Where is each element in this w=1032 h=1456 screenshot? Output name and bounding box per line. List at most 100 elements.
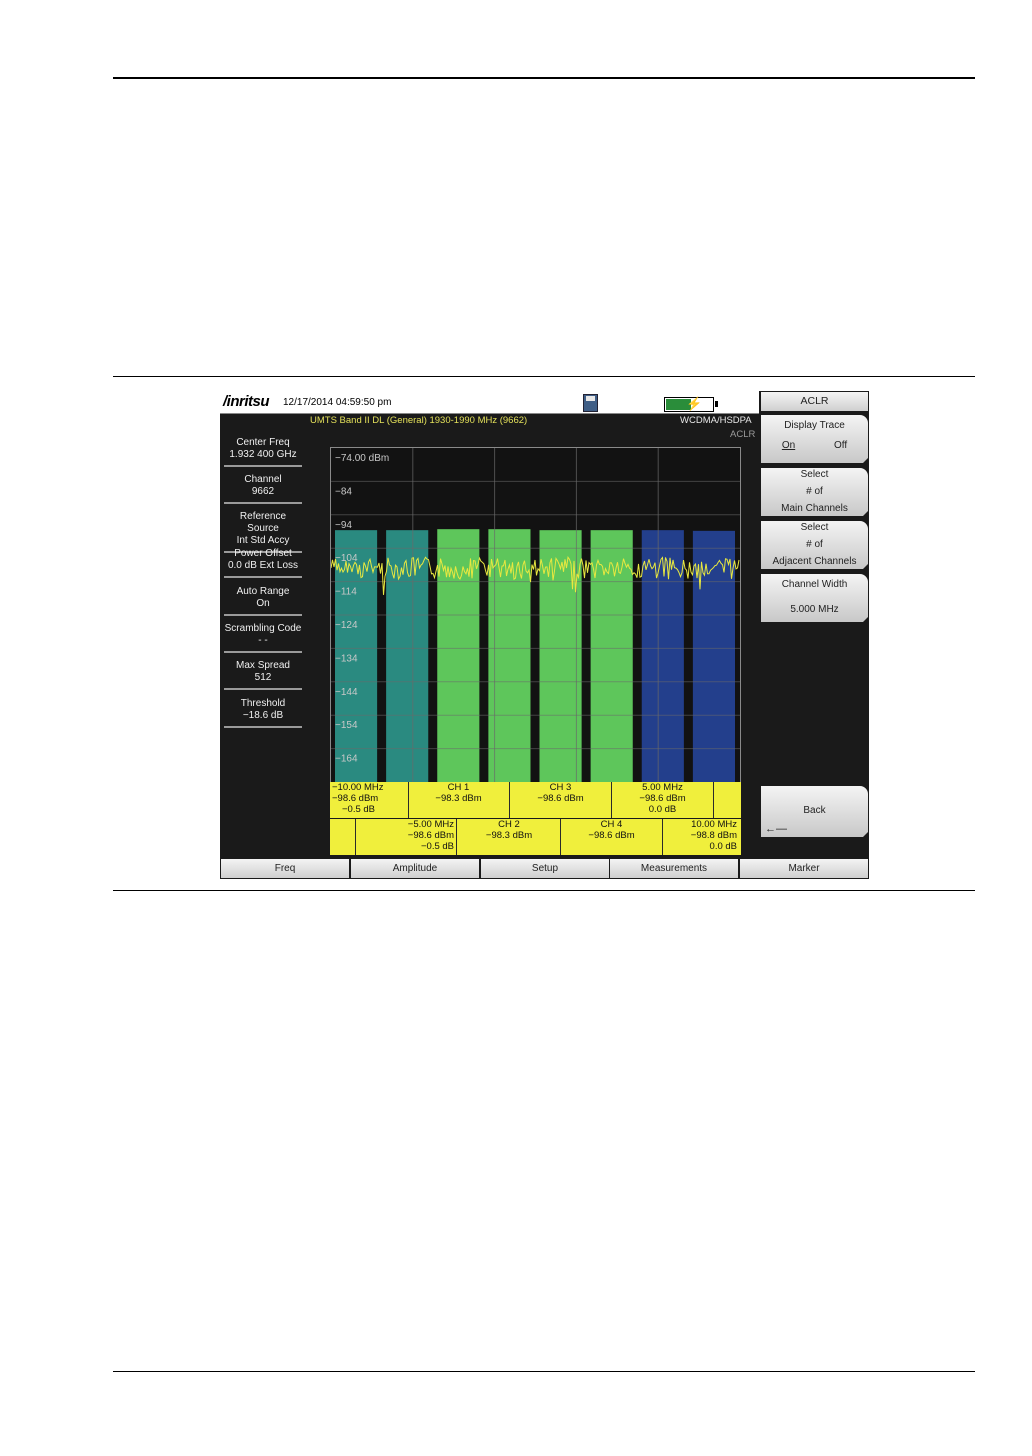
y-tick-label: −74.00 dBm [335,453,389,464]
result-spacer [330,819,356,855]
battery-fill [666,399,691,410]
param-value: Int Std Accy [236,535,290,546]
result-power: −98.3 dBm [435,793,482,804]
results-row-bottom: −5.00 MHz −98.6 dBm −0.5 dB CH 2 −98.3 d… [330,819,741,855]
channel-width-button[interactable]: Channel Width 5.000 MHz [761,574,869,623]
figure-bottom-rule [113,890,975,891]
softkey-line: # of [806,486,823,497]
result-rel: −0.5 dB [342,804,376,815]
menu-marker[interactable]: Marker [740,859,868,878]
y-tick-label: −144 [335,687,358,698]
display-trace-off: Off [833,440,848,451]
menu-amplitude[interactable]: Amplitude [351,859,479,878]
result-freq: CH 2 [498,819,520,830]
aclr-graph: −74.00 dBm−84−94−104−114−124−134−144−154… [330,447,741,783]
menu-freq[interactable]: Freq [221,859,349,878]
result-freq: −5.00 MHz [407,819,454,830]
back-label: Back [803,805,826,816]
y-tick-label: −134 [335,653,358,664]
softkey-line: Adjacent Channels [772,556,857,567]
y-tick-label: −124 [335,620,358,631]
bottom-menu: Freq Amplitude Setup Measurements Marker [220,857,869,879]
result-cell: −5.00 MHz −98.6 dBm −0.5 dB [356,819,457,855]
param-label: Reference Source [239,511,287,534]
softkey-line: Select [800,469,829,480]
display-trace-label: Display Trace [784,420,845,431]
back-arrow-icon: ←— [765,823,787,835]
aclr-chart: −74.00 dBm−84−94−104−114−124−134−144−154… [331,448,740,782]
param-label: Center Freq [236,437,290,448]
result-power: −98.6 dBm [639,793,686,804]
channel-bar [641,530,684,782]
param-value: 512 [254,672,272,683]
select-adjacent-channels-button[interactable]: Select # of Adjacent Channels [761,521,869,570]
result-cell: −10.00 MHz −98.6 dBm −0.5 dB [330,782,409,818]
channel-bar [692,530,735,782]
result-power: −98.6 dBm [407,830,454,841]
y-tick-label: −94 [335,520,352,531]
back-button[interactable]: Back ←— [761,786,869,838]
result-rel: 0.0 dB [648,804,677,815]
save-icon [583,394,598,412]
menu-measurements[interactable]: Measurements [610,859,738,878]
param-scrambling-code[interactable]: Scrambling Code- - [224,623,302,653]
result-power: −98.6 dBm [537,793,584,804]
result-cell: 10.00 MHz −98.8 dBm 0.0 dB [663,819,739,855]
result-power: −98.8 dBm [690,830,737,841]
header-rule [113,77,975,79]
param-value: −18.6 dB [242,710,284,721]
date-time: 12/17/2014 04:59:50 pm [283,397,392,408]
measurement-name: ACLR [730,429,756,440]
mode-label: WCDMA/HSDPA [680,415,752,426]
param-label: Power Offset [234,548,292,559]
display-trace-button[interactable]: Display Trace On Off [761,415,869,464]
param-value: On [256,598,270,609]
result-cell: 5.00 MHz −98.6 dBm 0.0 dB [612,782,714,818]
y-tick-label: −84 [335,486,352,497]
channel-width-label: Channel Width [781,579,848,590]
result-cell: CH 4 −98.6 dBm [561,819,663,855]
softkey-line: Main Channels [781,503,848,514]
status-bar: /inritsu 12/17/2014 04:59:50 pm ⚡ [220,391,759,414]
band-title: UMTS Band II DL (General) 1930-1990 MHz … [310,415,528,426]
anritsu-logo: /inritsu [223,393,270,410]
result-power: −98.6 dBm [588,830,635,841]
param-value: 1.932 400 GHz [229,449,297,460]
y-tick-label: −164 [335,754,358,765]
charging-bolt-icon: ⚡ [686,396,703,411]
param-value: 9662 [251,486,275,497]
result-cell: CH 3 −98.6 dBm [510,782,612,818]
param-value: 0.0 dB Ext Loss [227,560,299,571]
y-tick-label: −104 [335,553,358,564]
menu-setup[interactable]: Setup [481,859,609,878]
select-main-channels-button[interactable]: Select # of Main Channels [761,468,869,517]
result-freq: 5.00 MHz [642,782,683,793]
spectrum-trace [331,555,740,595]
battery-tip [715,401,718,407]
display-trace-on: On [781,440,796,451]
softkey-line: # of [806,539,823,550]
y-tick-label: −114 [335,587,357,598]
result-power: −98.6 dBm [332,793,379,804]
param-label: Threshold [240,698,286,709]
instrument-screenshot: /inritsu 12/17/2014 04:59:50 pm ⚡ UMTS B… [220,391,869,879]
param-value: - - [258,635,268,646]
result-freq: CH 4 [600,819,623,830]
battery-icon: ⚡ [664,396,718,412]
result-freq: 10.00 MHz [691,819,737,830]
channel-bar [488,529,531,782]
param-label: Max Spread [236,660,290,671]
result-freq: −10.00 MHz [332,782,384,793]
channel-bar [590,530,633,782]
result-freq: CH 3 [549,782,572,793]
results-row-top: −10.00 MHz −98.6 dBm −0.5 dB CH 1 −98.3 … [330,782,741,818]
channel-width-value: 5.000 MHz [790,604,839,615]
result-freq: CH 1 [447,782,470,793]
param-threshold[interactable]: Threshold−18.6 dB [224,698,302,728]
